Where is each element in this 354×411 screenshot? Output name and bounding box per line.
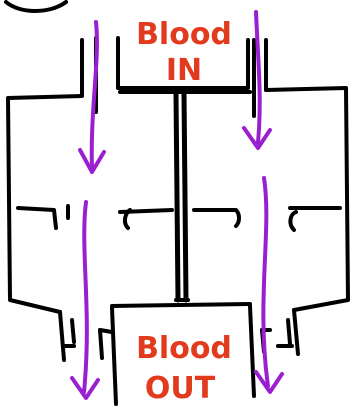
device-housing bbox=[6, 86, 350, 314]
flow-arrow-left-bottom bbox=[70, 200, 100, 400]
label-blood-in-line1: Blood bbox=[136, 17, 232, 52]
corner-arc bbox=[4, 0, 68, 13]
label-blood-in-line2: IN bbox=[166, 53, 202, 88]
label-blood-out-line2: OUT bbox=[145, 371, 216, 406]
flow-arrow-right-top bbox=[242, 10, 272, 150]
membrane-clips bbox=[16, 204, 342, 232]
flow-arrow-left-top bbox=[78, 20, 106, 174]
flow-arrow-right-bottom bbox=[254, 176, 284, 394]
outlet-port bbox=[58, 302, 300, 406]
label-blood-out-line1: Blood bbox=[136, 331, 232, 366]
central-shaft bbox=[173, 91, 190, 303]
